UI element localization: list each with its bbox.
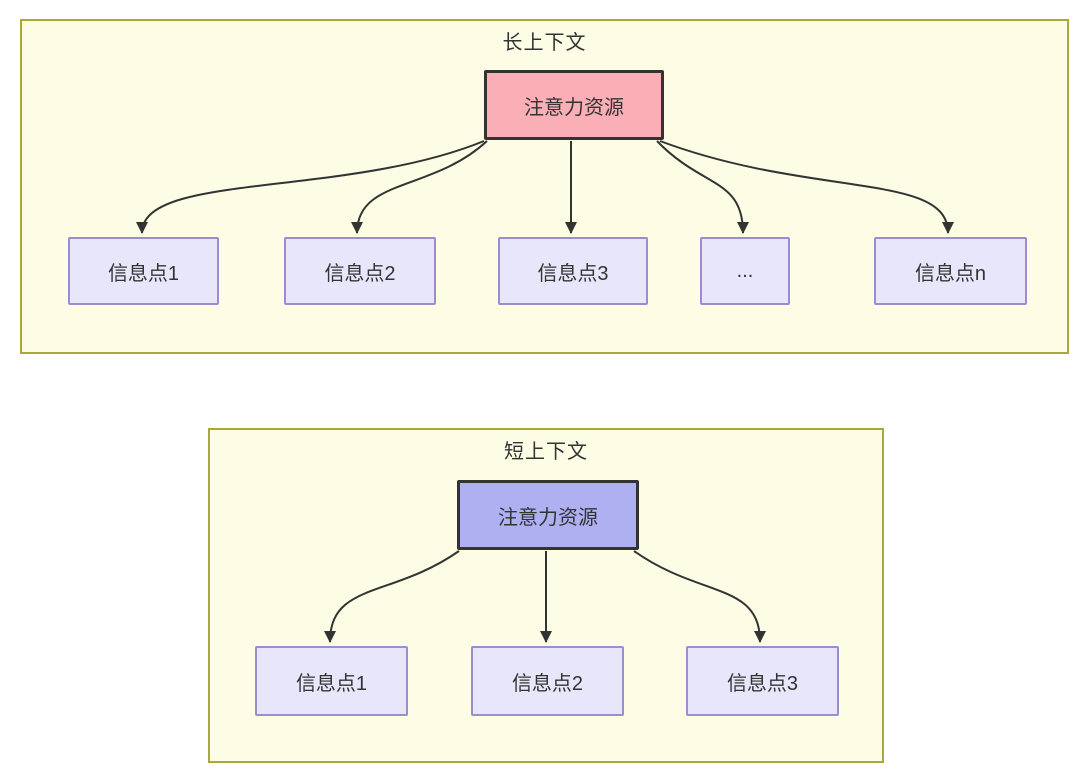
long-attention-box: 注意力资源 [484,70,664,140]
long-info-box-1: 信息点1 [68,237,219,305]
short-attention-box: 注意力资源 [457,480,639,550]
long-context-group: 长上下文 注意力资源 信息点1 信息点2 信息点3 ... 信息点n [20,19,1069,354]
long-info-box-ellipsis: ... [700,237,790,305]
short-info-box-3: 信息点3 [686,646,839,716]
short-info-box-1: 信息点1 [255,646,408,716]
long-context-title: 长上下文 [502,32,587,54]
long-info-box-n: 信息点n [874,237,1027,305]
short-context-group: 短上下文 注意力资源 信息点1 信息点2 信息点3 [208,428,884,763]
long-info-box-2: 信息点2 [284,237,436,305]
long-info-box-3: 信息点3 [498,237,648,305]
short-context-title: 短上下文 [504,441,588,463]
short-info-box-2: 信息点2 [471,646,624,716]
